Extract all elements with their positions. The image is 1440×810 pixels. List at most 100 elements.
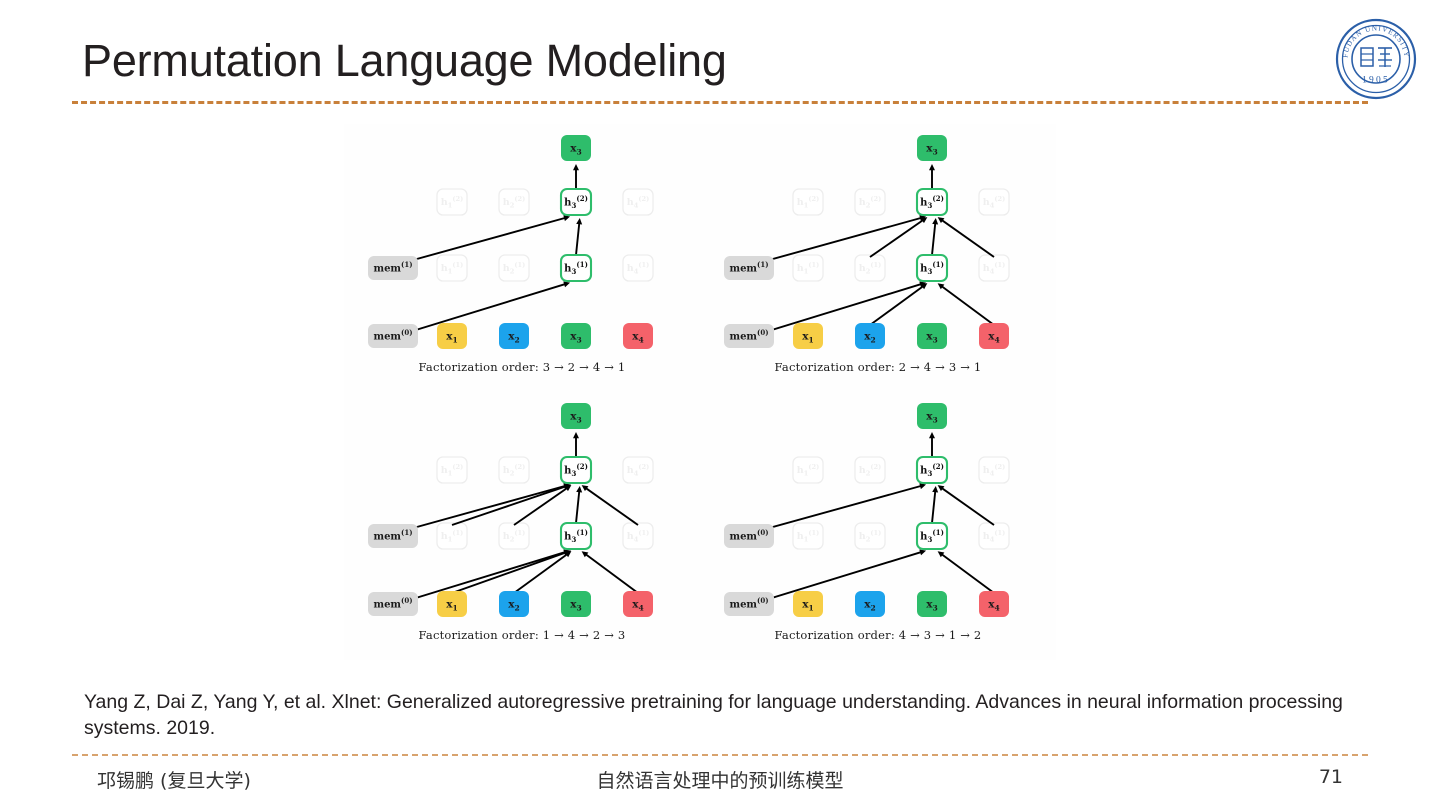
token-label-x3: x3 — [926, 331, 938, 345]
hidden-node-l1-faded — [436, 522, 468, 550]
hidden-node-l1-faded — [792, 522, 824, 550]
factorization-panel-1: h1(2)h2(2)h4(2)h1(1)h2(1)h4(1)mem(1)mem(… — [344, 124, 700, 392]
token-box-x4 — [623, 323, 653, 349]
svg-text:x3: x3 — [570, 143, 582, 157]
hidden-node-l1-active — [559, 521, 593, 551]
hidden-node-l2-faded — [978, 188, 1010, 216]
edge-to-h2-head — [937, 485, 945, 492]
mem-box-upper — [724, 256, 774, 280]
edge-to-h2 — [575, 491, 581, 524]
hidden-node-l1-label: h1(1) — [441, 261, 464, 276]
panel-diagram-1: h1(2)h2(2)h4(2)h1(1)h2(1)h4(1)mem(1)mem(… — [368, 135, 654, 349]
token-label-x2: x2 — [864, 331, 876, 345]
token-box-x2 — [855, 323, 885, 349]
svg-text:h4(1): h4(1) — [627, 261, 650, 276]
mem-label-lower: mem(0) — [729, 596, 768, 611]
svg-text:h1(1): h1(1) — [797, 261, 820, 276]
svg-text:h2(2): h2(2) — [503, 195, 526, 210]
token-label-x1: x1 — [446, 331, 458, 345]
svg-text:h2(1): h2(1) — [859, 529, 882, 544]
token-box-x1 — [437, 591, 467, 617]
svg-text:mem(0): mem(0) — [729, 328, 768, 343]
hidden-node-l2-faded — [854, 456, 886, 484]
mem-label-lower: mem(0) — [373, 328, 412, 343]
footer-author: 邛锡鹏 (复旦大学) — [97, 770, 251, 792]
hidden-node-l2-label: h4(2) — [627, 463, 650, 478]
edge-to-h1 — [941, 553, 995, 594]
svg-text:h1(1): h1(1) — [441, 529, 464, 544]
hidden-node-l1-active — [559, 253, 593, 283]
edge-to-h1 — [941, 285, 995, 326]
svg-text:h3(2): h3(2) — [564, 462, 588, 478]
hidden-node-l2-label: h4(2) — [983, 463, 1006, 478]
edge-to-h2-head — [564, 485, 572, 492]
edge-to-h1-head — [937, 551, 945, 558]
edge-to-h2-head — [563, 215, 571, 222]
svg-text:h4(1): h4(1) — [983, 261, 1006, 276]
token-label-x4: x4 — [988, 599, 1000, 613]
svg-text:h2(1): h2(1) — [503, 529, 526, 544]
edge-to-output-head — [929, 164, 935, 171]
mem-box-lower — [724, 324, 774, 348]
edge-to-output-head — [573, 432, 579, 439]
hidden-node-l1-label: h2(1) — [859, 529, 882, 544]
svg-text:h4(2): h4(2) — [983, 195, 1006, 210]
hidden-node-l2-label: h2(2) — [503, 463, 526, 478]
hidden-node-l1-active-label: h3(1) — [564, 260, 588, 276]
hidden-node-l1-label: h1(1) — [797, 529, 820, 544]
hidden-node-l1-label: h2(1) — [859, 261, 882, 276]
token-label-x1: x1 — [802, 599, 814, 613]
token-box-x3 — [561, 323, 591, 349]
token-box-x4 — [979, 591, 1009, 617]
edge-to-h2 — [585, 487, 639, 526]
svg-text:h2(1): h2(1) — [503, 261, 526, 276]
edge-to-h2 — [941, 487, 995, 526]
hidden-node-l1-label: h1(1) — [441, 529, 464, 544]
edge-to-h2 — [405, 485, 566, 531]
svg-text:h2(2): h2(2) — [503, 463, 526, 478]
mem-box-upper — [368, 256, 418, 280]
svg-text:mem(0): mem(0) — [729, 528, 768, 543]
token-label-x4: x4 — [988, 331, 1000, 345]
token-box-x3 — [917, 591, 947, 617]
mem-label-lower: mem(0) — [373, 596, 412, 611]
edge-to-h2-head — [932, 217, 939, 225]
edge-to-h2 — [761, 217, 922, 263]
hidden-node-l2-faded — [436, 456, 468, 484]
hidden-node-l1-label: h4(1) — [983, 261, 1006, 276]
output-node-label: x3 — [926, 143, 938, 157]
output-node — [561, 403, 591, 429]
svg-text:x1: x1 — [446, 599, 458, 613]
output-node — [917, 403, 947, 429]
hidden-node-l2-faded — [498, 456, 530, 484]
svg-text:h1(2): h1(2) — [441, 195, 464, 210]
svg-text:x4: x4 — [632, 331, 644, 345]
token-box-x1 — [793, 591, 823, 617]
token-box-x2 — [855, 591, 885, 617]
token-box-x3 — [917, 323, 947, 349]
citation-text: Yang Z, Dai Z, Yang Y, et al. Xlnet: Gen… — [84, 691, 1343, 739]
hidden-node-l2-label: h2(2) — [859, 463, 882, 478]
hidden-node-l1-faded — [978, 522, 1010, 550]
token-box-x2 — [499, 591, 529, 617]
hidden-node-l2-label: h1(2) — [797, 463, 820, 478]
hidden-node-l1-faded — [498, 254, 530, 282]
fudan-university-logo: FUDAN UNIVERSITY 1905 — [1334, 17, 1418, 101]
svg-text:h3(2): h3(2) — [564, 194, 588, 210]
hidden-node-l2-faded — [622, 456, 654, 484]
token-label-x2: x2 — [864, 599, 876, 613]
mem-label-upper: mem(1) — [373, 528, 412, 543]
hidden-node-l2-label: h4(2) — [983, 195, 1006, 210]
token-label-x2: x2 — [508, 331, 520, 345]
svg-text:h3(1): h3(1) — [564, 528, 588, 544]
hidden-node-l2-active — [559, 455, 593, 485]
svg-text:h1(1): h1(1) — [797, 529, 820, 544]
svg-text:mem(1): mem(1) — [373, 260, 412, 275]
edge-to-h2-head — [581, 485, 589, 492]
edge-to-h2 — [931, 491, 937, 524]
svg-text:h3(2): h3(2) — [920, 194, 944, 210]
hidden-node-l1-faded — [978, 254, 1010, 282]
mem-box-lower — [724, 592, 774, 616]
svg-text:mem(0): mem(0) — [729, 596, 768, 611]
mem-label-upper: mem(1) — [729, 260, 768, 275]
